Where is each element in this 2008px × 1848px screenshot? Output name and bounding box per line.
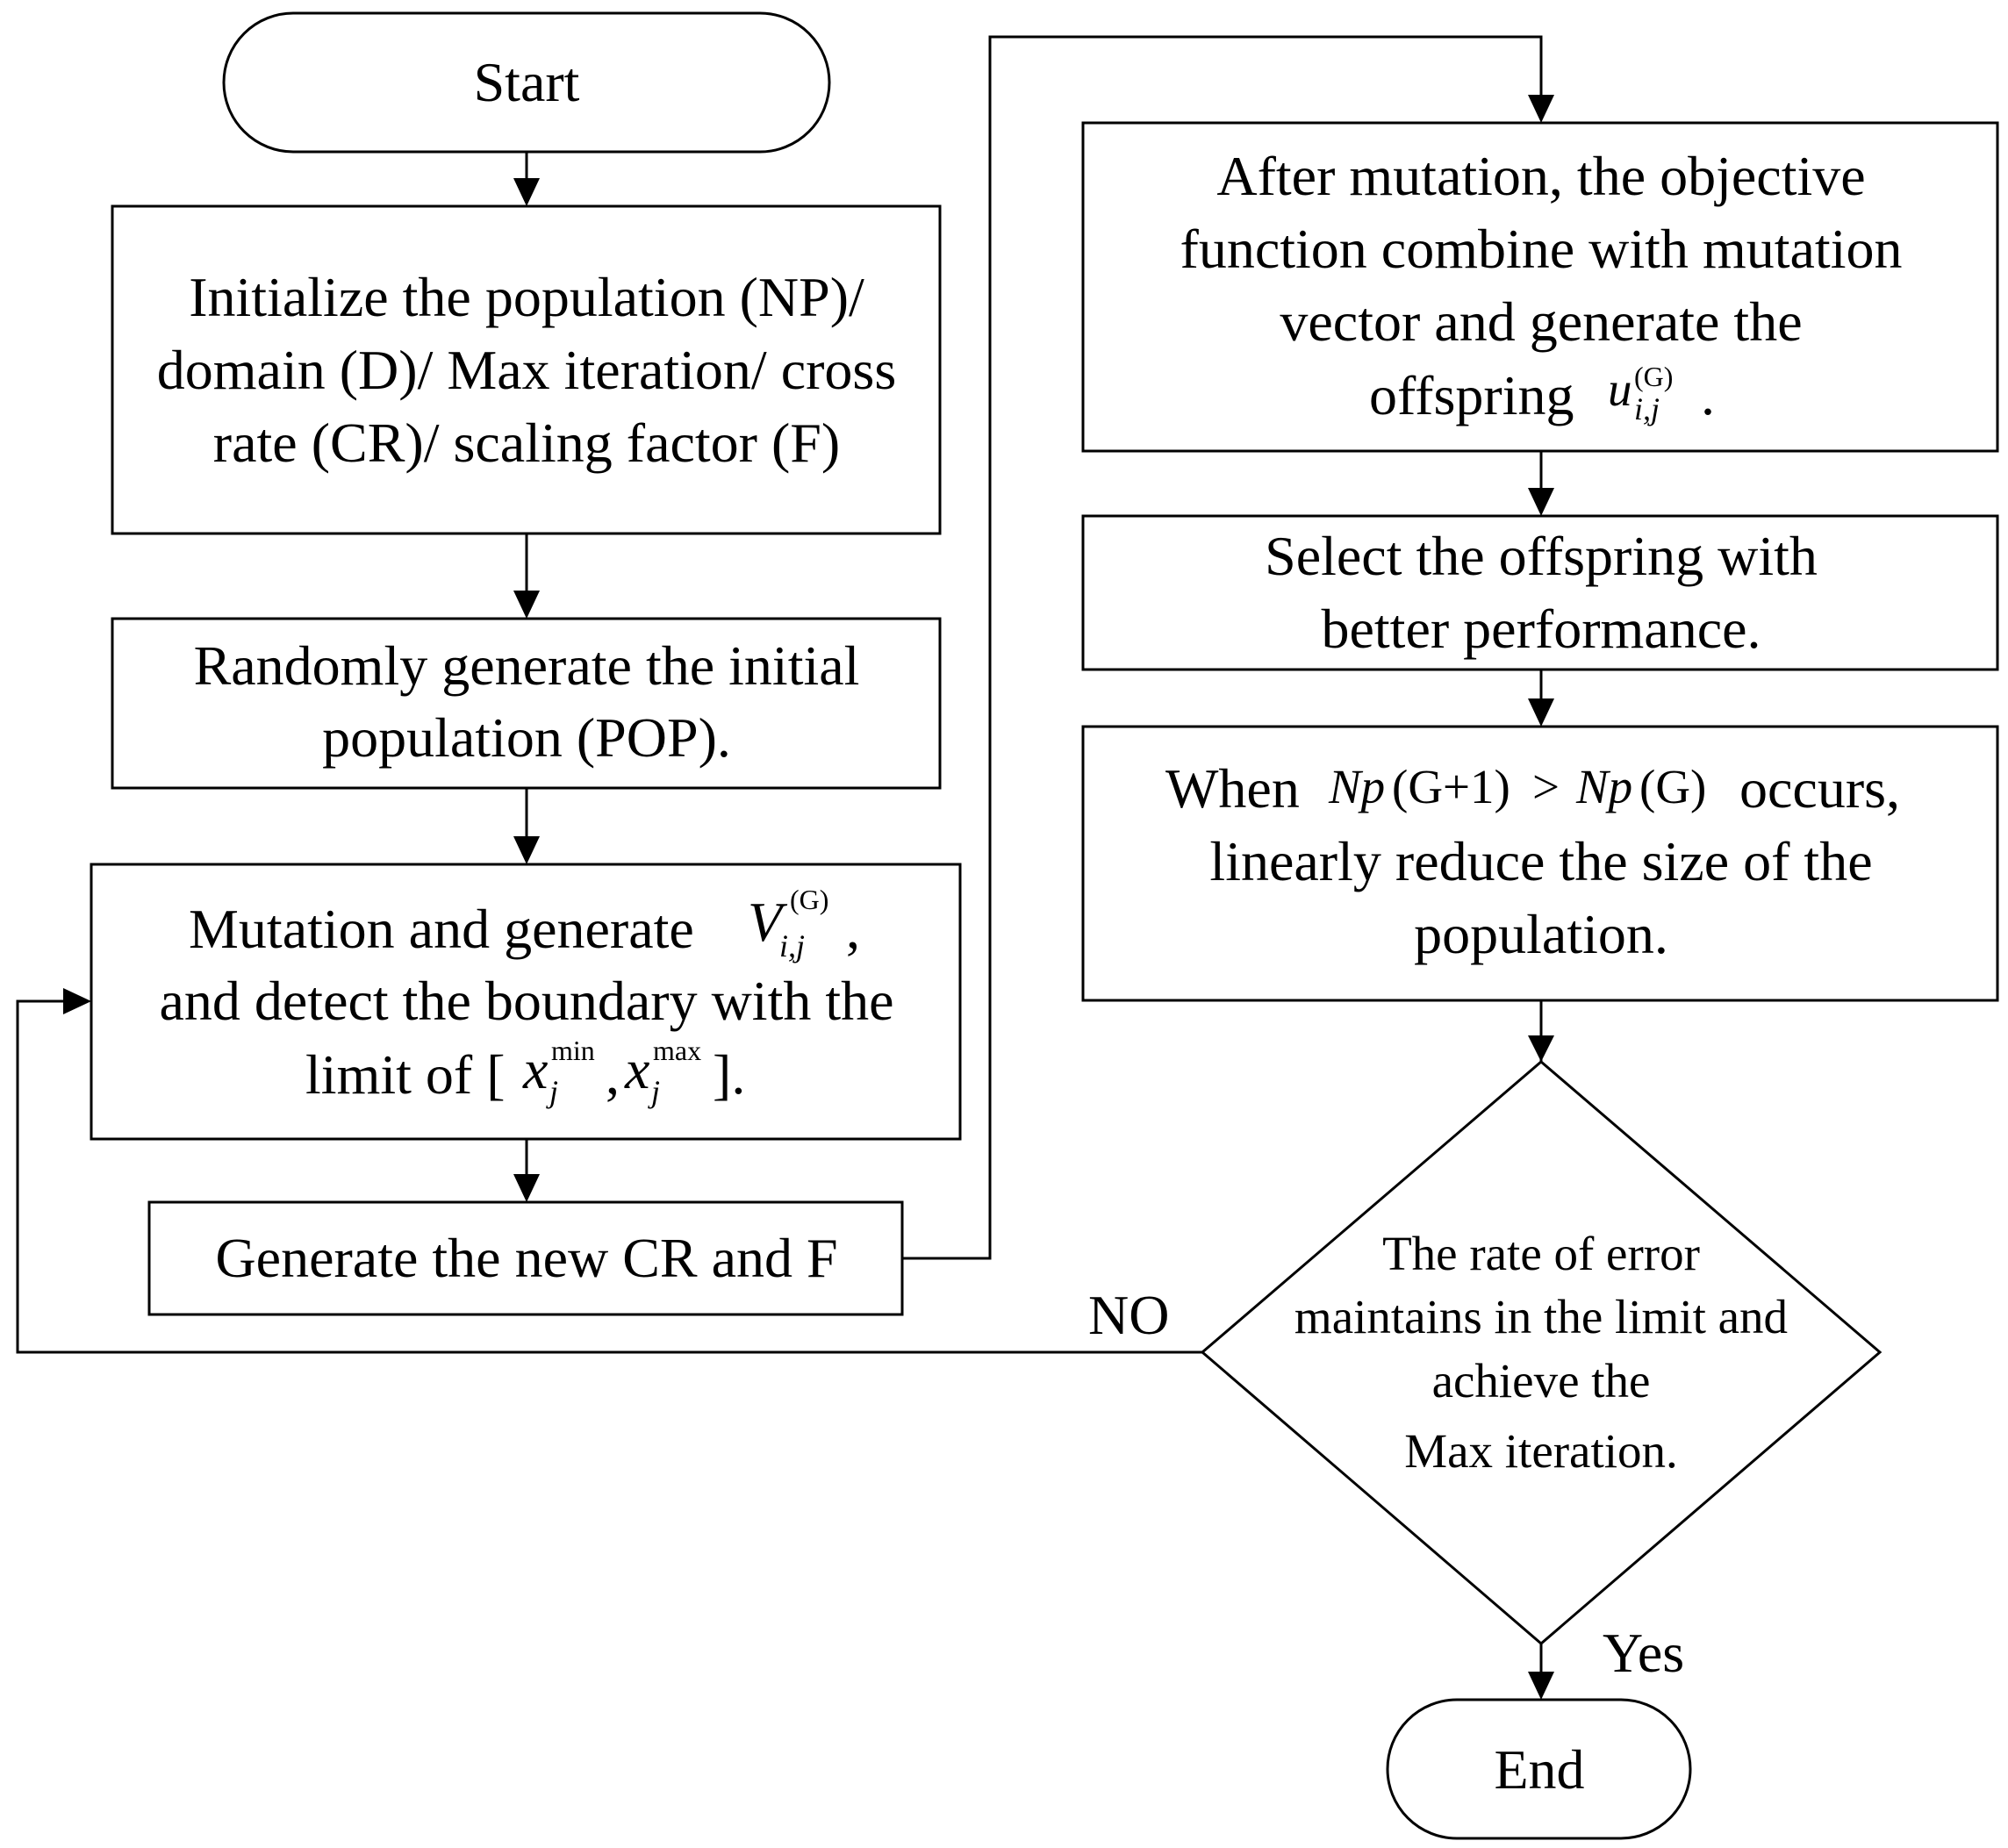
x-min-subscript: j <box>546 1074 558 1109</box>
x-min-variable: x <box>522 1038 548 1100</box>
arrowhead <box>1528 698 1554 727</box>
end-terminal <box>1386 1698 1692 1840</box>
after-mutation-line-1: After mutation, the objective <box>1216 145 1865 207</box>
start-label: Start <box>474 51 580 113</box>
mutation-line-3-prefix: limit of [ <box>305 1043 506 1106</box>
arrowhead <box>513 836 540 864</box>
decision-line-4: Max iteration. <box>1404 1424 1678 1478</box>
after-mutation-line-3: vector and generate the <box>1280 290 1802 353</box>
connector-generate-to-after-mutation <box>902 35 1543 1260</box>
arrowhead <box>1528 1035 1554 1062</box>
arrowhead <box>513 178 540 206</box>
after-mutation-line-4-suffix: . <box>1701 364 1715 426</box>
select-line-2: better performance. <box>1321 598 1761 660</box>
arrowhead <box>1528 1672 1554 1700</box>
connector-no-loop <box>16 999 1202 1354</box>
mutation-line-3-suffix: ]. <box>713 1043 745 1106</box>
mutation-variable-v: V <box>748 891 788 953</box>
random-line-1: Randomly generate the initial <box>194 634 860 697</box>
offspring-variable-u: u <box>1608 362 1632 416</box>
select-line-1: Select the offspring with <box>1265 525 1818 587</box>
np-variable-1: Np <box>1328 760 1385 813</box>
yes-branch-label: Yes <box>1603 1622 1684 1684</box>
initialize-box <box>111 204 942 535</box>
reduce-line-1-suffix: occurs, <box>1739 757 1900 820</box>
arrowhead <box>1528 95 1554 123</box>
offspring-u-subscript: i,j <box>1634 391 1660 426</box>
reduce-line-3: population. <box>1414 903 1668 965</box>
greater-than-sign: > <box>1532 760 1560 813</box>
decision-diamond <box>1200 1060 1882 1645</box>
np-variable-2: Np <box>1575 760 1632 813</box>
x-max-subscript: j <box>648 1074 660 1109</box>
reduce-population-box <box>1081 725 1999 1002</box>
generate-cr-f-box <box>147 1200 904 1316</box>
random-line-2: population (POP). <box>322 706 731 769</box>
decision-line-3: achieve the <box>1432 1354 1651 1407</box>
generate-cr-f-label: Generate the new CR and F <box>215 1227 837 1289</box>
arrowhead <box>1528 488 1554 516</box>
np-g: (G) <box>1639 760 1706 813</box>
decision-line-2: maintains in the limit and <box>1294 1290 1788 1343</box>
reduce-line-1-prefix: When <box>1165 757 1300 820</box>
offspring-u-superscript: (G) <box>1634 361 1673 392</box>
init-line-2: domain (D)/ Max iteration/ cross <box>157 339 896 401</box>
mutation-box <box>90 863 962 1141</box>
init-line-3: rate (CR)/ scaling factor (F) <box>213 412 840 474</box>
after-mutation-line-4-prefix: offspring <box>1369 364 1574 426</box>
end-label: End <box>1494 1738 1584 1801</box>
mutation-line-1-comma: , <box>846 898 860 960</box>
random-population-box <box>111 617 942 790</box>
mutation-line-2: and detect the boundary with the <box>159 970 893 1032</box>
np-g-plus-1: (G+1) <box>1392 760 1510 813</box>
init-line-1: Initialize the population (NP)/ <box>189 266 864 328</box>
arrowhead <box>63 988 91 1014</box>
decision-line-1: The rate of error <box>1382 1227 1700 1280</box>
no-branch-label: NO <box>1088 1284 1169 1346</box>
x-max-superscript: max <box>653 1035 701 1066</box>
arrowhead <box>513 591 540 619</box>
mutation-v-superscript: (G) <box>790 884 828 915</box>
x-min-superscript: min <box>551 1035 595 1066</box>
arrowhead <box>513 1174 540 1202</box>
after-mutation-line-2: function combine with mutation <box>1180 218 1903 280</box>
mutation-line-1-prefix: Mutation and generate <box>189 898 694 960</box>
mutation-v-subscript: i,j <box>779 928 805 963</box>
x-comma: , <box>606 1043 620 1106</box>
reduce-line-2: linearly reduce the size of the <box>1209 830 1872 892</box>
x-max-variable: x <box>624 1038 649 1100</box>
